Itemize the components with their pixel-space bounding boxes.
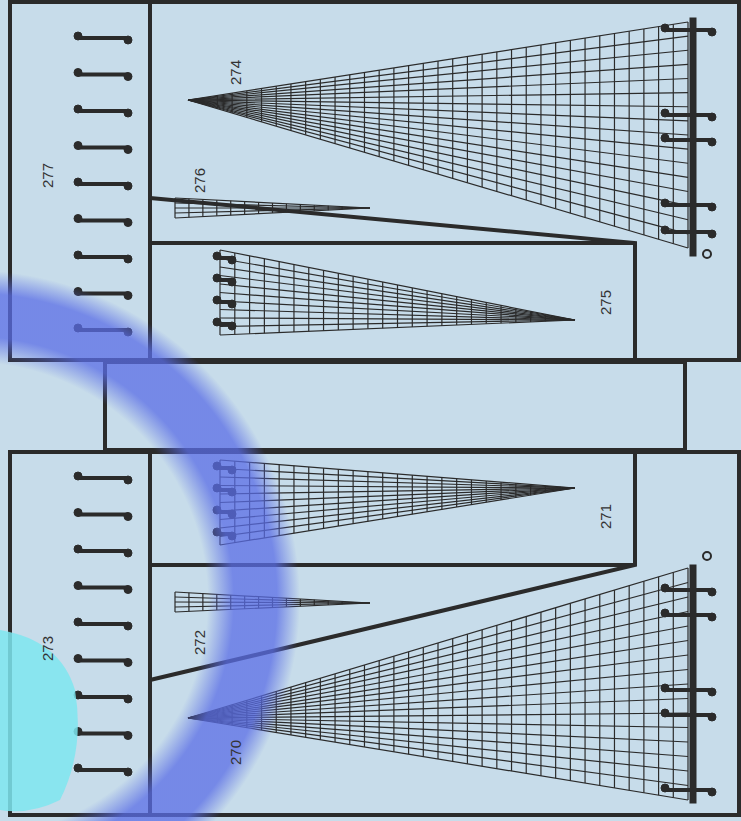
callout-number: 274	[229, 59, 244, 84]
callout-number: 277	[41, 162, 56, 187]
overlay-blob	[0, 630, 78, 811]
callout-number: 271	[599, 503, 614, 528]
overlay-ring	[0, 270, 300, 821]
callout-number: 275	[599, 289, 614, 314]
callout-number: 276	[193, 167, 208, 192]
callout-number: 272	[193, 629, 208, 654]
callout-number: 273	[41, 635, 56, 660]
callout-number: 270	[229, 739, 244, 764]
